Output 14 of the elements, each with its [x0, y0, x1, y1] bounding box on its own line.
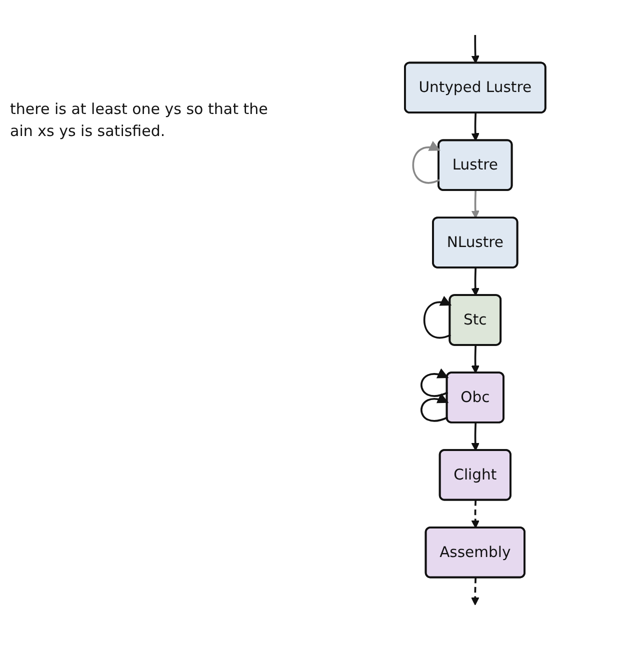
arrow — [472, 268, 480, 296]
note-text: ain xs ys is satisfied. — [10, 122, 166, 140]
loop-arrow — [420, 394, 450, 422]
loop-arrow — [412, 142, 441, 184]
loop-arrow — [420, 368, 450, 397]
arrow — [472, 345, 480, 374]
arrow — [471, 578, 480, 606]
note-text: there is at least one ys so that the — [10, 100, 269, 118]
arrow — [472, 35, 480, 64]
loop-arrow — [424, 296, 452, 338]
arrow — [472, 500, 480, 528]
arrow — [472, 422, 480, 451]
arrow — [472, 112, 480, 141]
arrow — [472, 190, 480, 218]
